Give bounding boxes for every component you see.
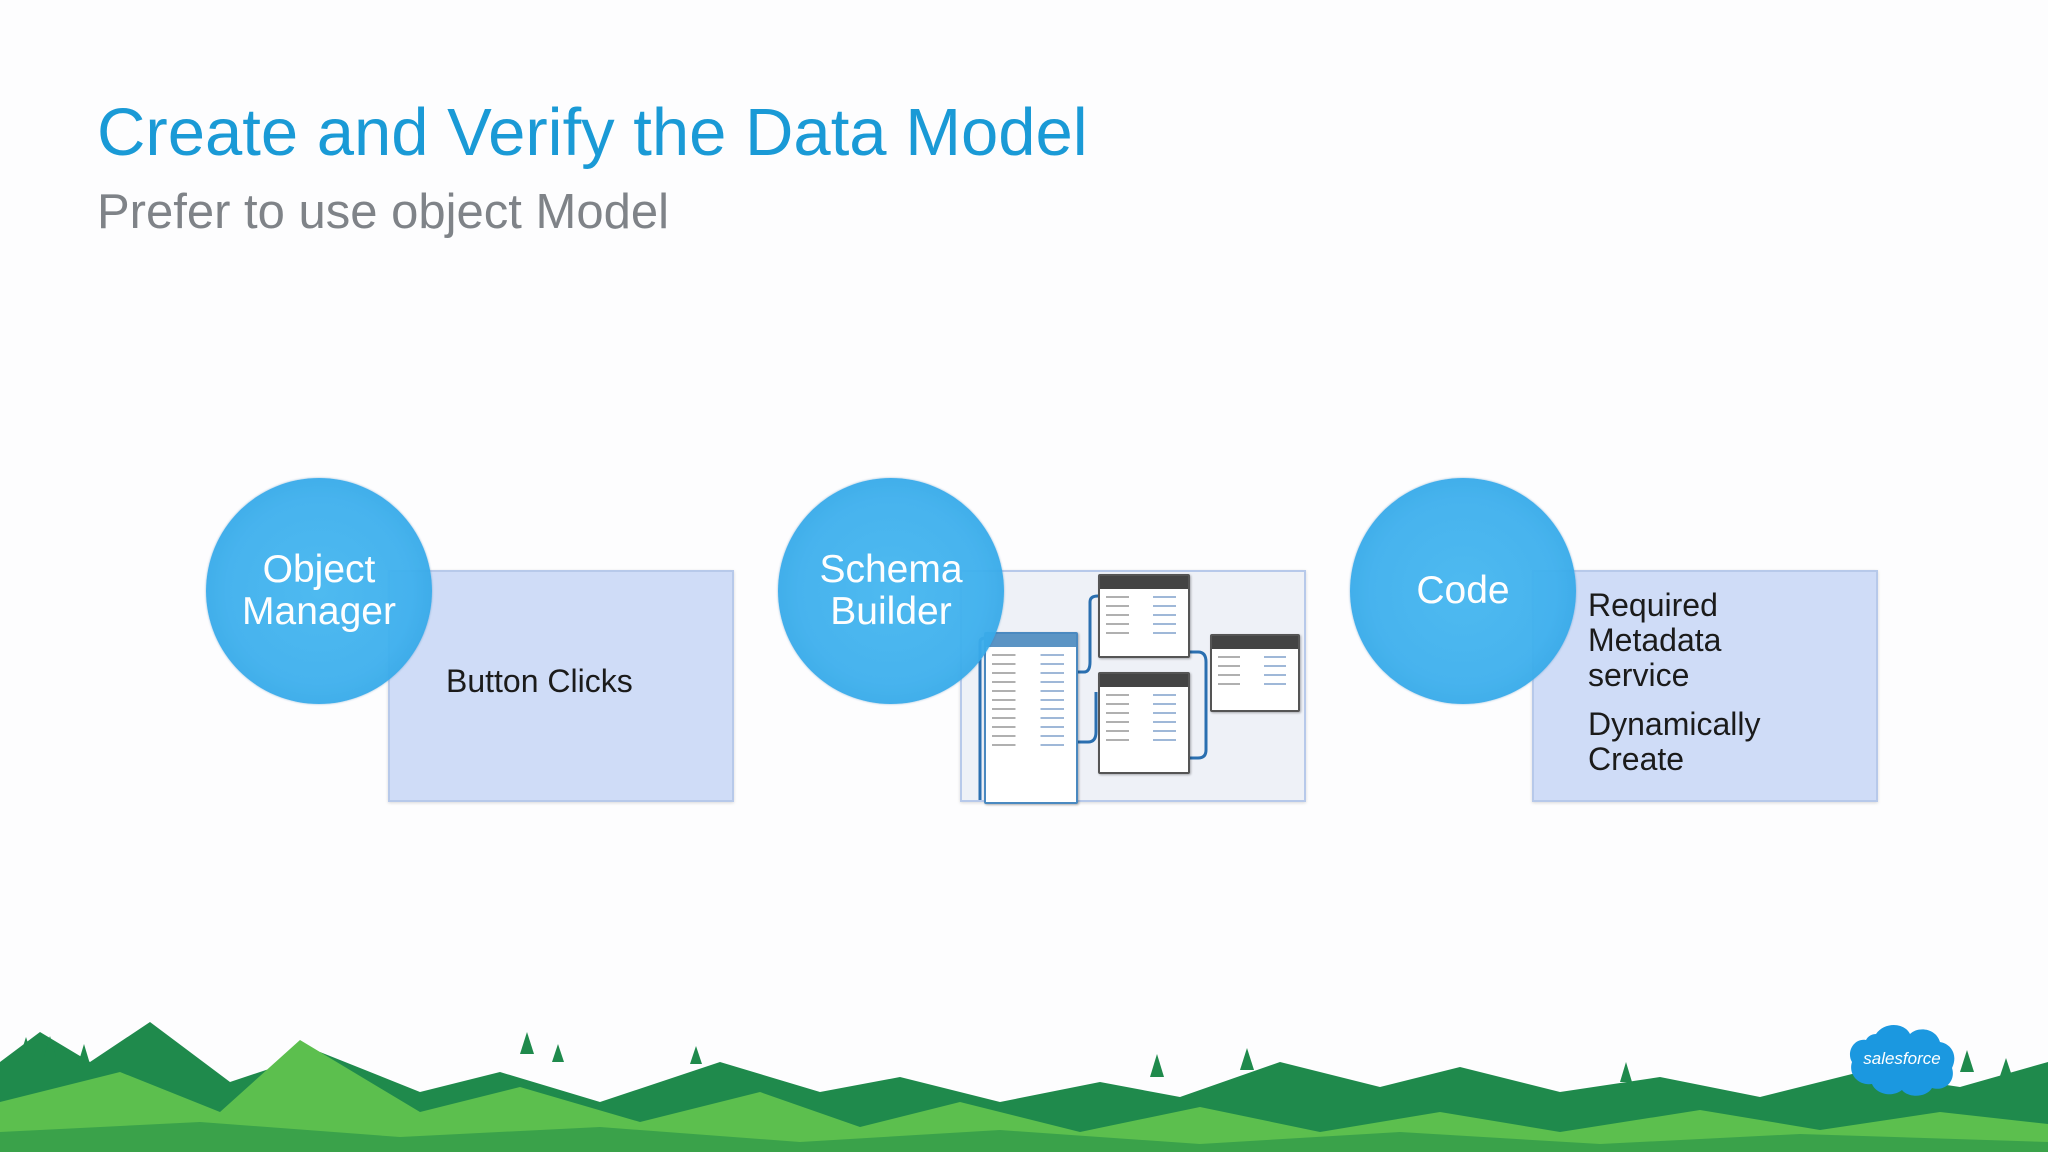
- code-circle: Code: [1350, 478, 1576, 704]
- code-group: Required Metadata service Dynamically Cr…: [1350, 478, 1910, 802]
- code-box-line: Required Metadata service: [1588, 587, 1722, 693]
- schema-object-card: [984, 632, 1078, 804]
- slide-subtitle: Prefer to use object Model: [97, 185, 669, 239]
- schema-builder-screenshot: [960, 570, 1306, 804]
- code-box-line: Dynamically Create: [1588, 706, 1761, 777]
- object-manager-circle: Object Manager: [206, 478, 432, 704]
- code-box: Required Metadata service Dynamically Cr…: [1532, 570, 1878, 802]
- object-manager-box: Button Clicks: [388, 570, 734, 802]
- schema-builder-circle: Schema Builder: [778, 478, 1004, 704]
- hills-footer-graphic: [0, 1022, 2048, 1152]
- schema-object-card: [1098, 672, 1190, 774]
- code-box-text: Required Metadata service Dynamically Cr…: [1588, 588, 1778, 777]
- object-manager-circle-label: Object Manager: [242, 548, 396, 633]
- code-circle-label: Code: [1416, 569, 1510, 612]
- schema-builder-group: Schema Builder: [778, 478, 1338, 804]
- salesforce-logo-text: salesforce: [1863, 1049, 1941, 1068]
- schema-builder-circle-label: Schema Builder: [819, 548, 963, 633]
- schema-object-card: [1210, 634, 1300, 712]
- salesforce-logo: salesforce: [1846, 1020, 1958, 1098]
- object-manager-group: Button Clicks Object Manager: [206, 478, 766, 802]
- slide-title: Create and Verify the Data Model: [97, 95, 1088, 170]
- object-manager-box-text: Button Clicks: [446, 663, 633, 699]
- schema-object-card: [1098, 574, 1190, 658]
